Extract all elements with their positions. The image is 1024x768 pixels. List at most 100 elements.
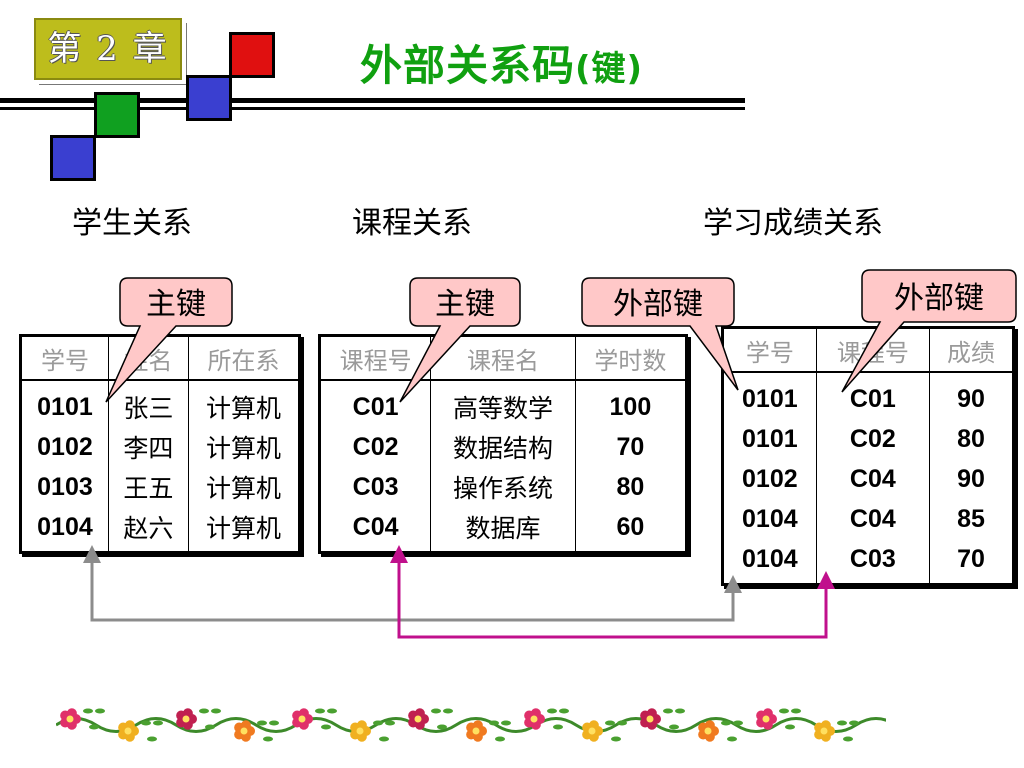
garland-leaf <box>95 708 105 714</box>
course-table: 课程号 课程名 学时数 C01 高等数学 100 C02 数据结构 70 C03… <box>318 334 688 554</box>
cell: 85 <box>957 504 985 533</box>
garland-flower-center <box>356 727 364 735</box>
table-row: C03 操作系统 80 <box>319 467 687 507</box>
garland-leaf <box>431 708 441 714</box>
blue-square-decoration <box>50 135 96 181</box>
garland-leaf <box>611 736 621 742</box>
cell: 0102 <box>20 427 109 467</box>
cell: 0102 <box>722 459 817 499</box>
garland-flower-center <box>530 715 538 723</box>
garland-leaf <box>489 720 499 726</box>
garland-leaf <box>791 708 801 714</box>
chapter-badge: 第 2 章 <box>34 18 182 80</box>
cell: 90 <box>957 384 985 413</box>
garland-flower-center <box>646 715 654 723</box>
garland-leaf <box>843 736 853 742</box>
garland-leaf <box>779 708 789 714</box>
garland-leaf <box>849 720 859 726</box>
garland-leaf <box>83 708 93 714</box>
column-header: 所在系 <box>188 335 300 381</box>
cell: 60 <box>616 512 645 541</box>
garland-leaf <box>501 720 511 726</box>
title-paren: (键) <box>575 49 644 89</box>
cell: 0101 <box>722 372 817 419</box>
callout-grades-fk-student-shape <box>581 277 739 391</box>
garland-flower-center <box>124 727 132 735</box>
cell: 0103 <box>20 467 109 507</box>
cell: C02 <box>816 419 930 459</box>
cell: 高等数学 <box>430 380 576 427</box>
column-header: 课程号 <box>816 327 930 373</box>
garland-leaf <box>837 720 847 726</box>
garland-leaf <box>321 724 331 730</box>
cell: 0104 <box>20 507 109 553</box>
garland-leaf <box>605 720 615 726</box>
grades-relation-heading: 学习成绩关系 <box>703 206 883 241</box>
cell: 0101 <box>20 380 109 427</box>
cell: 100 <box>609 392 652 421</box>
garland-leaf <box>315 708 325 714</box>
grades-table: 学号 课程号 成绩 0101 C01 90 0101 C02 80 0102 C… <box>721 326 1015 586</box>
callout-course-pk-shape <box>399 277 521 403</box>
table-row: 0101 C01 90 <box>722 372 1014 419</box>
table-row: 0103 王五 计算机 <box>20 467 300 507</box>
cell: 赵六 <box>108 507 189 553</box>
callout-grades-fk-student-label: 外部键 <box>613 287 703 322</box>
callout-student-pk-shape <box>105 277 233 403</box>
cell: 计算机 <box>205 474 281 503</box>
garland-leaf <box>269 720 279 726</box>
table-row: 0101 C02 80 <box>722 419 1014 459</box>
garland-flower-center <box>414 715 422 723</box>
garland-flower-center <box>472 727 480 735</box>
student-id-reference-arrow <box>83 545 742 622</box>
garland-flower-center <box>240 727 248 735</box>
table-row: 0104 赵六 计算机 <box>20 507 300 553</box>
garland-leaf <box>385 720 395 726</box>
cell: C03 <box>319 467 432 507</box>
garland-leaf <box>141 720 151 726</box>
garland-leaf <box>327 708 337 714</box>
cell: 计算机 <box>205 434 281 463</box>
cell: 计算机 <box>205 394 281 423</box>
garland-leaf <box>199 708 209 714</box>
cell: 计算机 <box>205 514 281 543</box>
garland-leaf <box>89 724 99 730</box>
header-rule-bottom <box>0 107 745 110</box>
course-id-reference-arrow <box>390 545 835 639</box>
callout-grades-fk-course-shape <box>841 269 1017 393</box>
cell: 0101 <box>722 419 817 459</box>
course-relation-heading: 课程关系 <box>352 206 472 241</box>
cell: C01 <box>816 372 930 419</box>
cell: 数据结构 <box>430 427 576 467</box>
table-row: 0104 C04 85 <box>722 499 1014 539</box>
garland-vine <box>56 717 886 733</box>
garland-leaf <box>669 724 679 730</box>
table-row: C02 数据结构 70 <box>319 427 687 467</box>
cell: C04 <box>816 459 930 499</box>
table-row: C04 数据库 60 <box>319 507 687 553</box>
column-header: 成绩 <box>929 327 1014 373</box>
cell: 王五 <box>108 467 189 507</box>
red-square-decoration <box>229 32 275 78</box>
student-relation-heading: 学生关系 <box>72 206 192 241</box>
garland-leaf <box>379 736 389 742</box>
cell: C04 <box>816 499 930 539</box>
garland-flower-center <box>298 715 306 723</box>
garland-leaf <box>733 720 743 726</box>
garland-leaf <box>547 708 557 714</box>
header-rule-top <box>0 98 745 103</box>
garland-leaf <box>443 708 453 714</box>
garland-leaf <box>663 708 673 714</box>
garland-leaf <box>257 720 267 726</box>
garland-leaf <box>559 708 569 714</box>
garland-leaf <box>211 708 221 714</box>
callout-course-pk-label: 主键 <box>435 287 495 322</box>
garland-leaf <box>727 736 737 742</box>
student-table: 学号 姓名 所在系 0101 张三 计算机 0102 李四 计算机 0103 王… <box>19 334 301 554</box>
garland-flower-center <box>820 727 828 735</box>
cell: 数据库 <box>430 507 576 553</box>
cell: C04 <box>319 507 432 553</box>
garland-flower-center <box>762 715 770 723</box>
cell: 80 <box>616 472 645 501</box>
page-title: 外部关系码(键) <box>360 32 643 93</box>
